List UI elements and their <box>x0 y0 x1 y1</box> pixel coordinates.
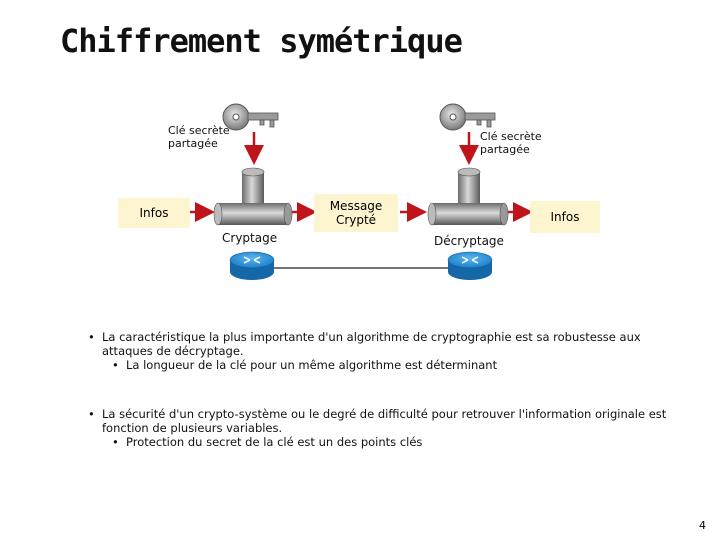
key-label-left: Clé secrète partagée <box>168 124 230 150</box>
key-icon-left <box>222 103 279 131</box>
key-icon-right <box>439 103 496 131</box>
page-title: Chiffrement symétrique <box>60 22 463 60</box>
pipe-icon-right <box>427 167 509 226</box>
bullet-text: La sécurité d'un crypto-système ou le de… <box>102 407 667 435</box>
sub-bullet-text: La longueur de la clé pour un même algor… <box>126 358 498 372</box>
encryption-diagram <box>190 103 533 280</box>
bullet-item: • La caractéristique la plus importante d… <box>88 330 668 358</box>
bullet-icon: • <box>88 407 95 421</box>
sub-bullet-item: • Protection du secret de la clé est un d… <box>88 435 668 449</box>
pipe-icon-left <box>213 167 293 226</box>
infos-box-right: Infos <box>530 201 600 233</box>
bullet-group-2: •La sécurité d'un crypto-système ou le d… <box>88 407 668 449</box>
bullet-icon: • <box>88 330 95 344</box>
decryptage-label: Décryptage <box>434 234 504 248</box>
bullet-text: La caractéristique la plus importante d'… <box>102 330 641 358</box>
bullet-group-1: •La caractéristique la plus importante d… <box>88 330 668 372</box>
cryptage-label: Cryptage <box>222 231 278 245</box>
page-number: 4 <box>699 519 706 532</box>
router-icon-right <box>447 251 493 280</box>
sub-bullet-item: • La longueur de la clé pour un même algo… <box>88 358 668 372</box>
key-label-right: Clé secrète partagée <box>480 130 542 156</box>
message-box: Message Crypté <box>314 194 398 232</box>
router-icon-left <box>229 251 275 280</box>
bullet-icon: • <box>112 435 119 449</box>
infos-box-left: Infos <box>118 198 190 228</box>
sub-bullet-text: Protection du secret de la clé est un de… <box>126 435 423 449</box>
bullet-icon: • <box>112 358 119 372</box>
bullet-item: • La sécurité d'un crypto-système ou le d… <box>88 407 668 435</box>
